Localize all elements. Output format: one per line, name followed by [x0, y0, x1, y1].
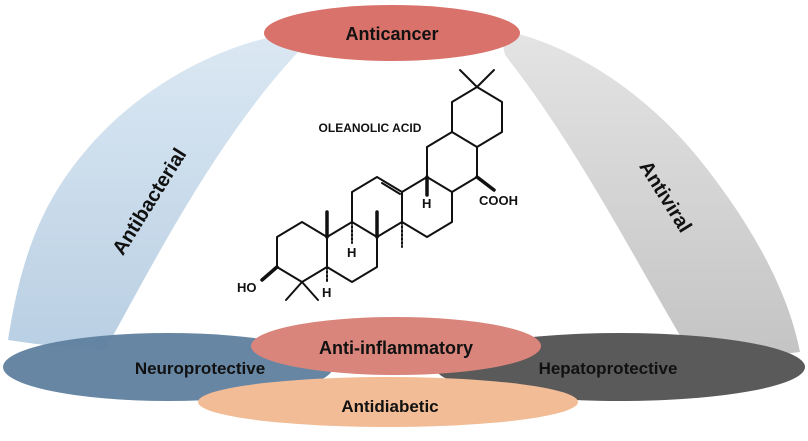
- methyl-c4a: [285, 281, 303, 301]
- ring-b: [326, 221, 378, 283]
- neuroprotective-ellipse: [3, 333, 333, 401]
- ring-e-upper: [451, 86, 503, 148]
- carboxyl-bond: [475, 175, 496, 192]
- antiviral-band: [500, 30, 800, 355]
- anti-inflammatory-ellipse: [251, 317, 541, 375]
- methyl-c4b: [301, 281, 319, 301]
- antidiabetic-ellipse: [198, 377, 578, 427]
- ring-e: [426, 131, 478, 193]
- ring-a: [276, 221, 328, 283]
- anti-inflammatory-label: Anti-inflammatory: [319, 338, 473, 358]
- anticancer-label: Anticancer: [345, 24, 438, 44]
- anticancer-ellipse: [264, 5, 520, 61]
- gem-dimethyl: [459, 69, 495, 88]
- molecule-name: OLEANOLIC ACID: [319, 121, 422, 135]
- antibacterial-band: [8, 36, 300, 350]
- ring-d: [401, 176, 453, 238]
- carboxyl-label: COOH: [479, 193, 518, 208]
- hydroxyl-bond: [260, 265, 279, 282]
- double-bond: [381, 182, 401, 195]
- antidiabetic-label: Antidiabetic: [341, 397, 438, 416]
- hepatoprotective-label: Hepatoprotective: [539, 359, 678, 378]
- hydroxyl-label: HO: [237, 280, 257, 295]
- oleanolic-acid-structure: [260, 69, 503, 301]
- hydrogen-label-c5: H: [322, 285, 331, 300]
- ring-c: [351, 176, 403, 238]
- hydrogen-label-c9: H: [347, 245, 356, 260]
- neuroprotective-label: Neuroprotective: [135, 359, 265, 378]
- hydrogen-label-c18: H: [422, 196, 431, 211]
